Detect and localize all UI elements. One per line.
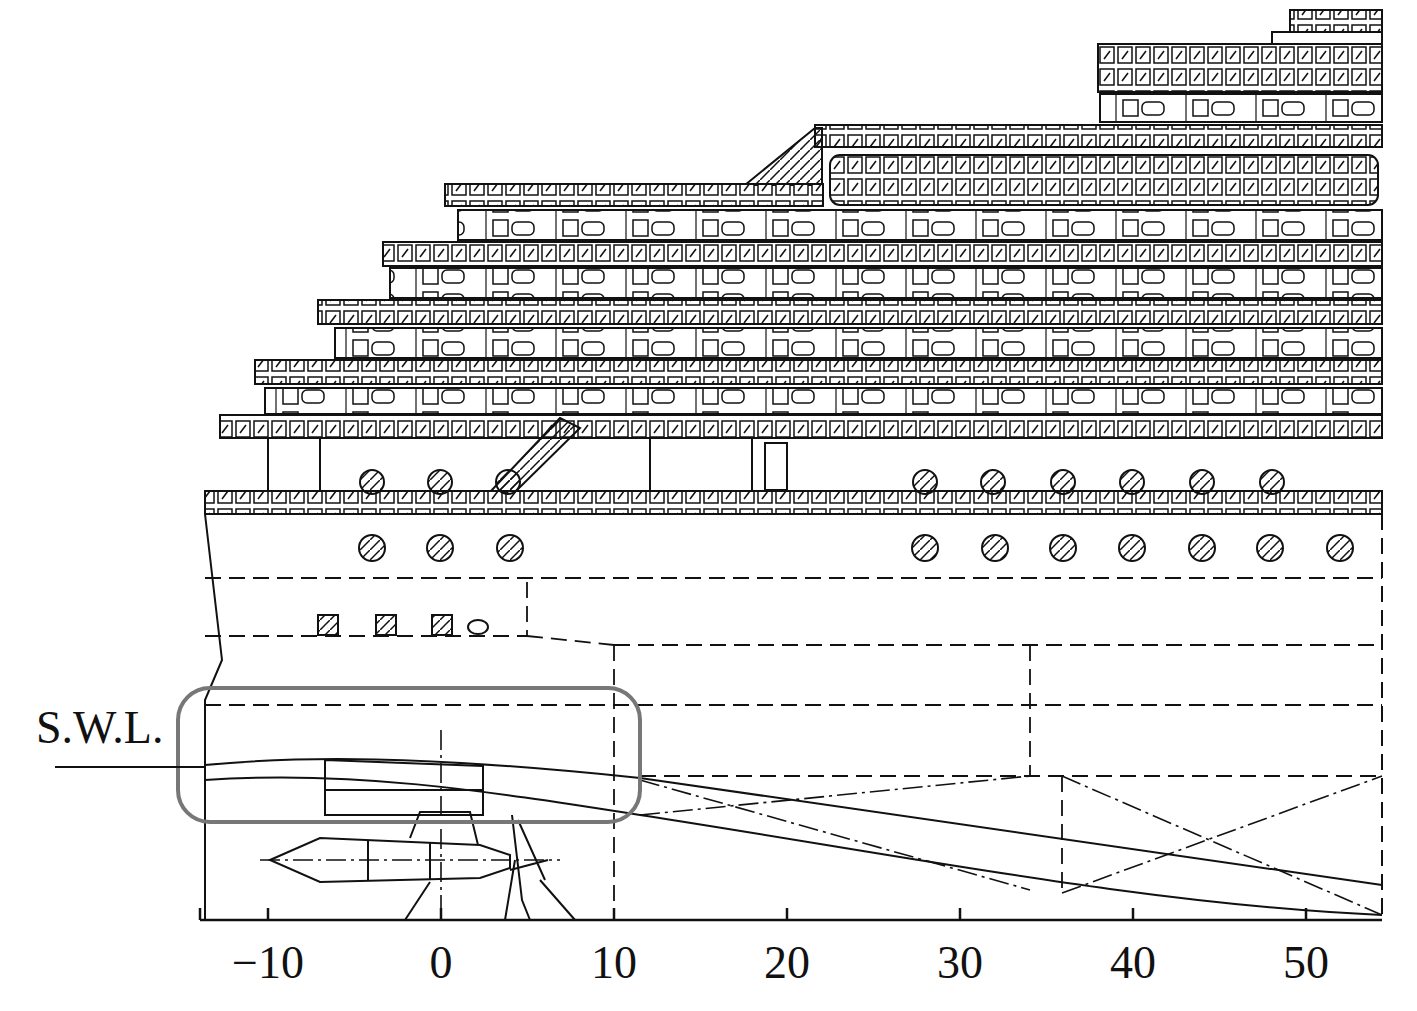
axis-tick-label: 20 (764, 940, 810, 986)
axis-tick-label: 10 (591, 940, 637, 986)
axis-tick-label: 40 (1110, 940, 1156, 986)
axis-tick-label: 0 (430, 940, 453, 986)
axis-tick-label: 30 (937, 940, 983, 986)
axis-tick-label: −10 (232, 940, 304, 986)
waterline-label: S.W.L. (36, 705, 163, 751)
axis-tick-label: 50 (1283, 940, 1329, 986)
